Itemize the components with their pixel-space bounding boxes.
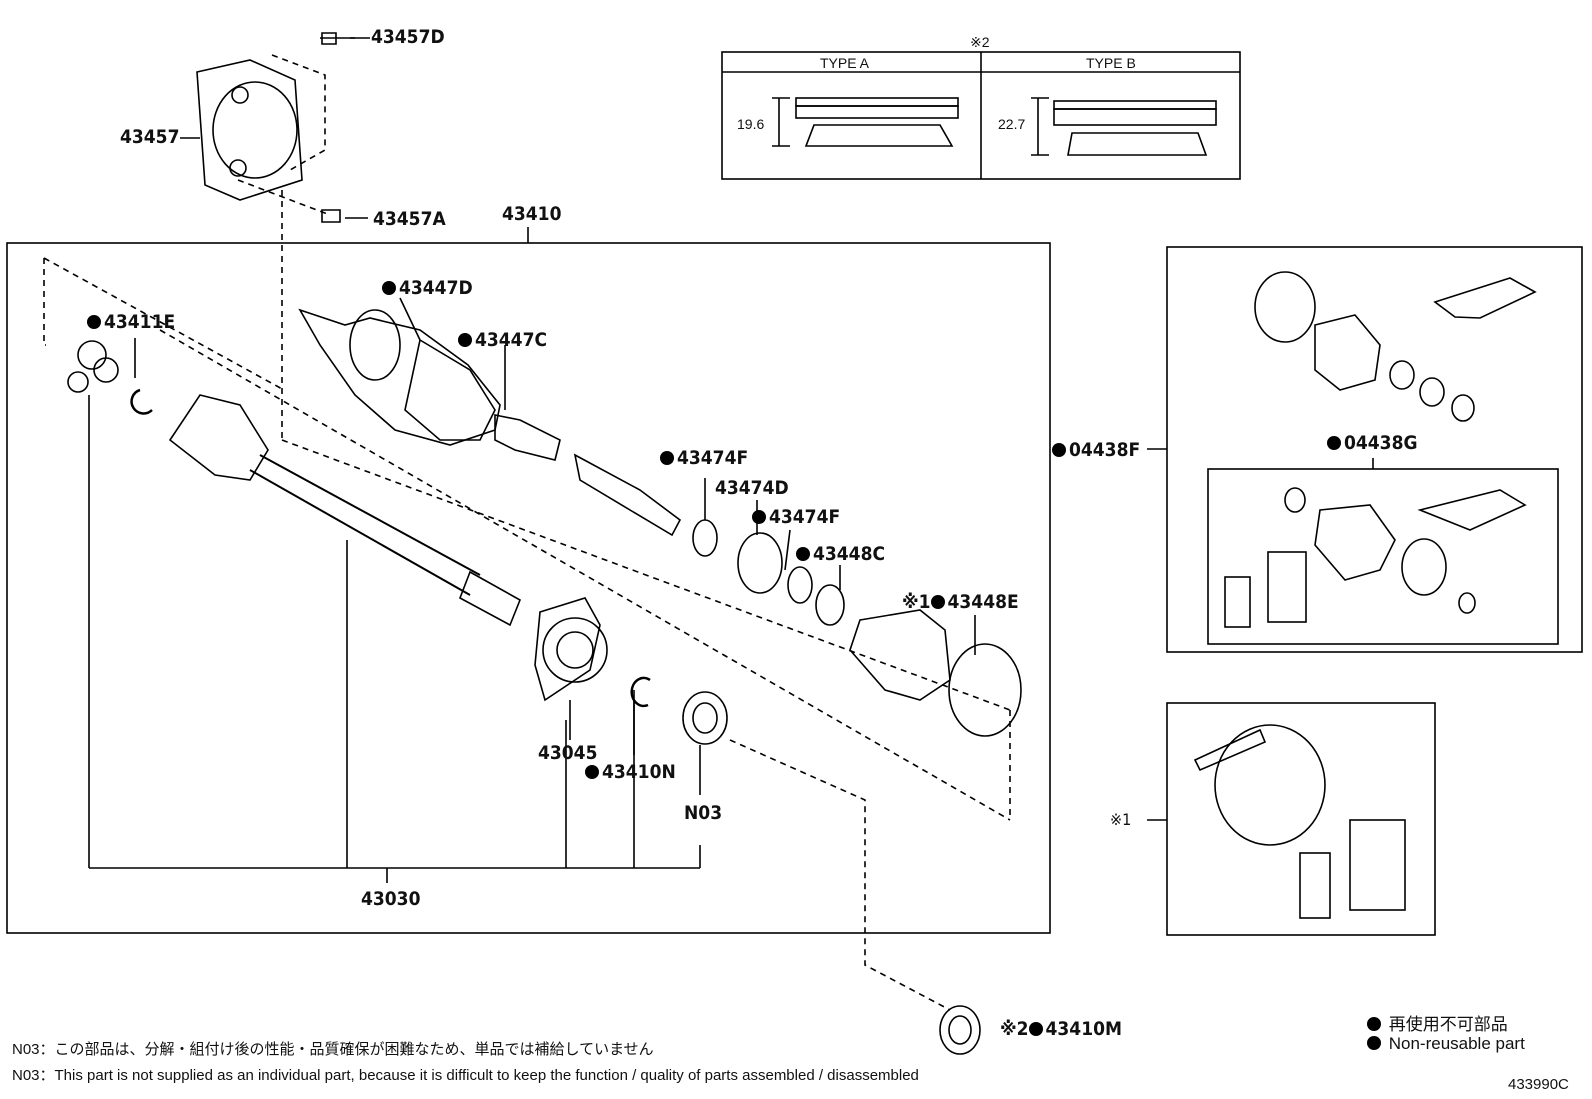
legend-jp: 再使用不可部品 (1367, 1010, 1508, 1035)
part-label-43448C[interactable]: 43448C (796, 545, 885, 564)
part-label-04438G[interactable]: 04438G (1327, 434, 1418, 453)
legend-dot (1367, 1017, 1381, 1031)
part-label-43411E[interactable]: 43411E (87, 313, 175, 332)
non-reusable-dot (87, 315, 101, 329)
type-b-header: TYPE B (1086, 55, 1136, 71)
note-jp: N03：この部品は、分解・組付け後の性能・品質確保が困難なため、単品では補給して… (12, 1041, 654, 1058)
part-label-43457[interactable]: 43457 (120, 126, 180, 148)
non-reusable-dot (930, 595, 945, 609)
note-en: N03：This part is not supplied as an indi… (12, 1067, 919, 1084)
non-reusable-dot (796, 547, 810, 561)
non-reusable-dot (1028, 1022, 1043, 1036)
part-label-43457D[interactable]: 43457D (371, 26, 445, 48)
part-label-04438F[interactable]: 04438F (1052, 441, 1140, 460)
clamp-note-mark: ※1 (1110, 810, 1132, 829)
part-label-43447C[interactable]: 43447C (458, 331, 547, 350)
non-reusable-dot (1052, 443, 1066, 457)
non-reusable-dot (382, 281, 396, 295)
part-label-N03[interactable]: N03 (684, 802, 723, 824)
legend-dot (1367, 1036, 1381, 1050)
clamp-box (1166, 702, 1436, 936)
part-label-43457A[interactable]: 43457A (373, 208, 446, 230)
part-label-43474D[interactable]: 43474D (715, 477, 789, 499)
non-reusable-dot (585, 765, 599, 779)
non-reusable-dot (660, 451, 674, 465)
part-label-43474F-b[interactable]: 43474F (752, 508, 840, 527)
type-table-mark: ※2 (970, 34, 990, 50)
kit-box-04438G (1207, 468, 1559, 645)
part-label-43447D[interactable]: 43447D (382, 279, 473, 298)
type-a-header: TYPE A (820, 55, 870, 71)
part-label-43474F-a[interactable]: 43474F (660, 449, 748, 468)
part-label-43410[interactable]: 43410 (502, 203, 562, 225)
legend-en: Non-reusable part (1367, 1034, 1525, 1054)
non-reusable-dot (1327, 436, 1341, 450)
non-reusable-dot (458, 333, 472, 347)
part-label-43030[interactable]: 43030 (361, 888, 421, 910)
type-b-dimension: 22.7 (998, 116, 1026, 132)
part-label-43410N[interactable]: 43410N (585, 763, 676, 782)
diagram-id: 433990C (1508, 1076, 1569, 1093)
part-label-43045[interactable]: 43045 (538, 742, 598, 764)
non-reusable-dot (752, 510, 766, 524)
type-a-dimension: 19.6 (737, 116, 765, 132)
